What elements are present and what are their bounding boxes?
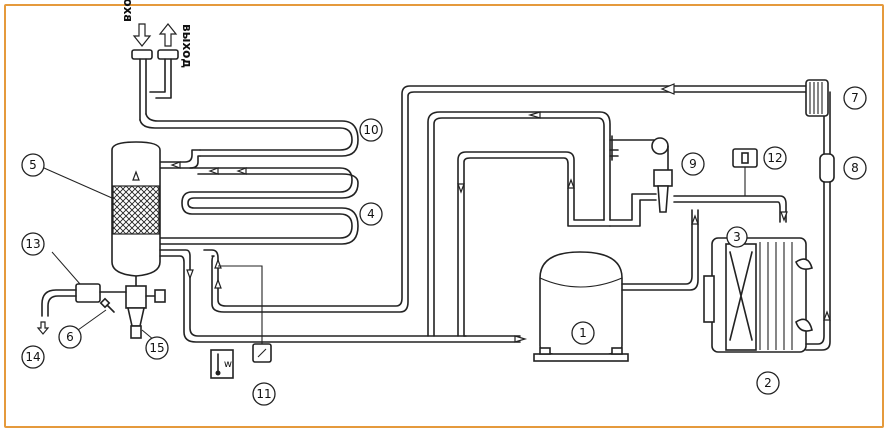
callout-4: 4 — [359, 202, 383, 226]
svg-text:7: 7 — [851, 91, 859, 105]
fan-blade-icon — [729, 251, 753, 341]
callout-2: 2 — [756, 371, 780, 395]
coil-10 — [139, 113, 359, 157]
meter-symbol: w — [224, 359, 232, 370]
coil-4 — [159, 149, 359, 245]
outlet-label: выход — [180, 24, 194, 68]
drain-assembly — [36, 167, 166, 341]
callout-12: 12 — [763, 146, 787, 170]
outlet-arrow-icon — [158, 23, 178, 47]
callout-15: 15 — [145, 336, 169, 360]
callout-7: 7 — [843, 86, 867, 110]
condenser — [703, 91, 831, 353]
svg-text:3: 3 — [733, 230, 741, 244]
callout-8: 8 — [843, 156, 867, 180]
expansion-valve-9 — [609, 135, 788, 227]
callout-13: 13 — [21, 232, 45, 256]
svg-text:6: 6 — [66, 330, 74, 344]
svg-text:13: 13 — [25, 237, 40, 251]
svg-text:10: 10 — [363, 123, 378, 137]
callout-14: 14 — [21, 345, 45, 369]
thermostat-12 — [732, 148, 758, 196]
svg-text:12: 12 — [767, 151, 782, 165]
inlet-arrow-icon — [132, 23, 152, 47]
middle-loop — [427, 111, 611, 337]
separator-filter-mesh — [112, 185, 160, 235]
compressor — [533, 209, 699, 362]
filter-drier-8 — [819, 153, 835, 183]
svg-text:14: 14 — [25, 350, 40, 364]
separator-vessel — [111, 141, 161, 277]
callout-9: 9 — [681, 152, 705, 176]
svg-text:5: 5 — [29, 158, 37, 172]
callout-1: 1 — [571, 321, 595, 345]
meter-11: w — [210, 265, 272, 379]
svg-text:2: 2 — [764, 376, 772, 390]
condenser-fin-lines — [759, 242, 793, 350]
inlet-label: вход — [121, 0, 135, 22]
svg-text:11: 11 — [256, 387, 271, 401]
air-inlet-outlet: вход выход — [121, 0, 194, 121]
svg-text:4: 4 — [367, 207, 375, 221]
svg-text:15: 15 — [149, 341, 164, 355]
svg-text:8: 8 — [851, 161, 859, 175]
drain-arrow-icon — [36, 321, 50, 335]
callout-3: 3 — [726, 226, 748, 248]
callout-6: 6 — [58, 325, 82, 349]
callout-11: 11 — [252, 382, 276, 406]
svg-text:9: 9 — [689, 157, 697, 171]
callout-10: 10 — [359, 118, 383, 142]
lower-lines — [159, 83, 809, 343]
svg-text:1: 1 — [579, 326, 587, 340]
callout-5: 5 — [21, 153, 45, 177]
coil-7 — [805, 79, 829, 117]
